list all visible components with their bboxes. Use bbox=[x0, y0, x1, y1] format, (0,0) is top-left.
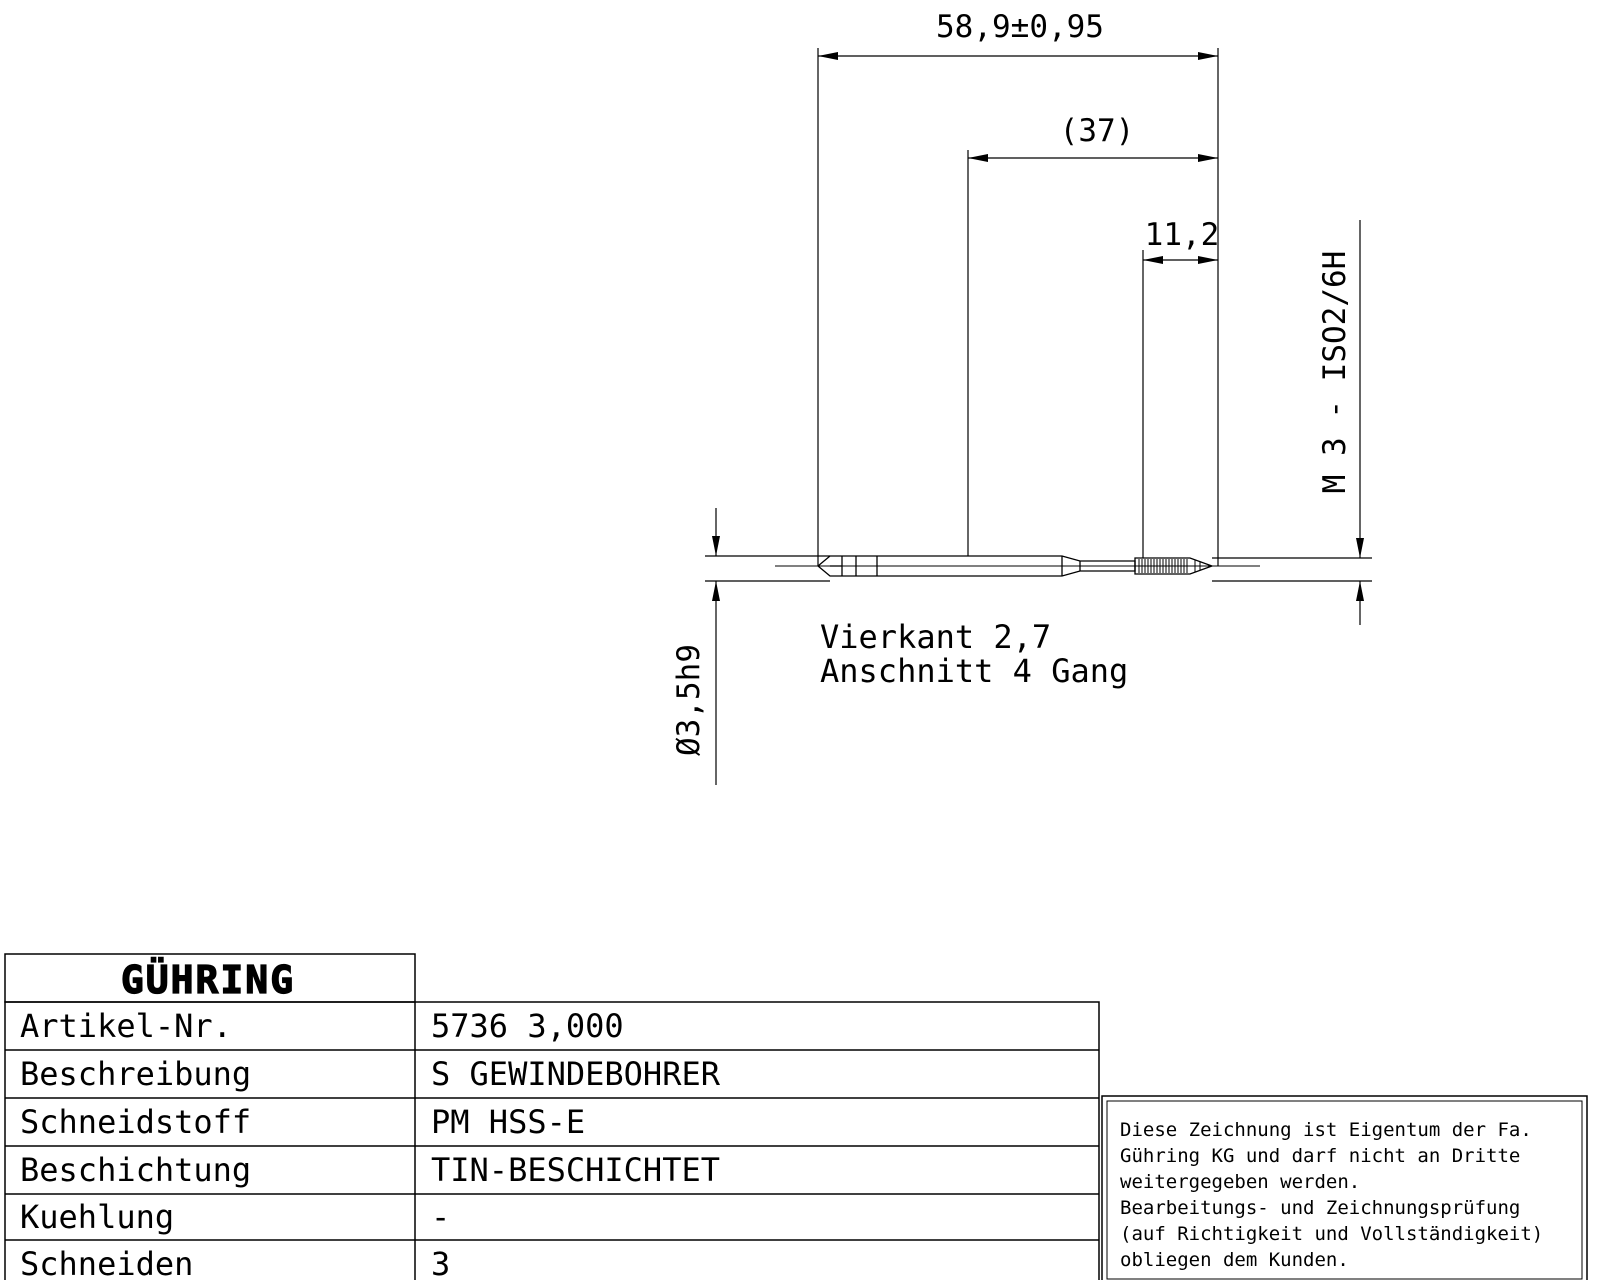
shank-length-label: (37) bbox=[1060, 113, 1135, 149]
label-beschichtung: Beschichtung bbox=[20, 1151, 251, 1189]
disclaimer-line: (auf Richtigkeit und Vollständigkeit) bbox=[1120, 1223, 1543, 1245]
shank-diameter-label: Ø3,5h9 bbox=[671, 644, 707, 756]
overall-length-label: 58,9±0,95 bbox=[936, 9, 1104, 45]
guehring-logo: GÜHRING bbox=[121, 958, 295, 1002]
dimension-lines bbox=[705, 48, 1372, 785]
disclaimer-line: obliegen dem Kunden. bbox=[1120, 1249, 1349, 1271]
disclaimer-line: Gühring KG und darf nicht an Dritte bbox=[1120, 1145, 1520, 1167]
title-block-values: 5736 3,000 S GEWINDEBOHRER PM HSS-E TIN-… bbox=[431, 1007, 721, 1280]
title-block-labels: Artikel-Nr. Beschreibung Schneidstoff Be… bbox=[20, 1007, 251, 1280]
value-schneiden: 3 bbox=[431, 1245, 450, 1280]
label-schneiden: Schneiden bbox=[20, 1245, 193, 1280]
thread-spec-label: M 3 - ISO2/6H bbox=[1317, 251, 1353, 494]
tap-drawing bbox=[775, 555, 1260, 577]
value-kuehlung: - bbox=[431, 1198, 450, 1236]
note-square: Vierkant 2,7 bbox=[820, 618, 1051, 656]
title-block bbox=[4, 953, 1100, 1280]
value-beschichtung: TIN-BESCHICHTET bbox=[431, 1151, 720, 1189]
value-beschreibung: S GEWINDEBOHRER bbox=[431, 1055, 721, 1093]
label-beschreibung: Beschreibung bbox=[20, 1055, 251, 1093]
tap-thread bbox=[1134, 557, 1214, 575]
disclaimer-text: Diese Zeichnung ist Eigentum der Fa. Güh… bbox=[1120, 1119, 1543, 1271]
label-kuehlung: Kuehlung bbox=[20, 1198, 174, 1236]
disclaimer-line: Diese Zeichnung ist Eigentum der Fa. bbox=[1120, 1119, 1532, 1141]
disclaimer-box bbox=[1101, 1095, 1588, 1280]
note-chamfer: Anschnitt 4 Gang bbox=[820, 652, 1128, 690]
label-schneidstoff: Schneidstoff bbox=[20, 1103, 251, 1141]
value-artikel-nr: 5736 3,000 bbox=[431, 1007, 624, 1045]
thread-hatching bbox=[1138, 559, 1201, 573]
value-schneidstoff: PM HSS-E bbox=[431, 1103, 585, 1141]
disclaimer-line: weitergegeben werden. bbox=[1120, 1171, 1360, 1193]
thread-length-label: 11,2 bbox=[1145, 217, 1220, 253]
label-artikel-nr: Artikel-Nr. bbox=[20, 1007, 232, 1045]
disclaimer-line: Bearbeitungs- und Zeichnungsprüfung bbox=[1120, 1197, 1520, 1219]
